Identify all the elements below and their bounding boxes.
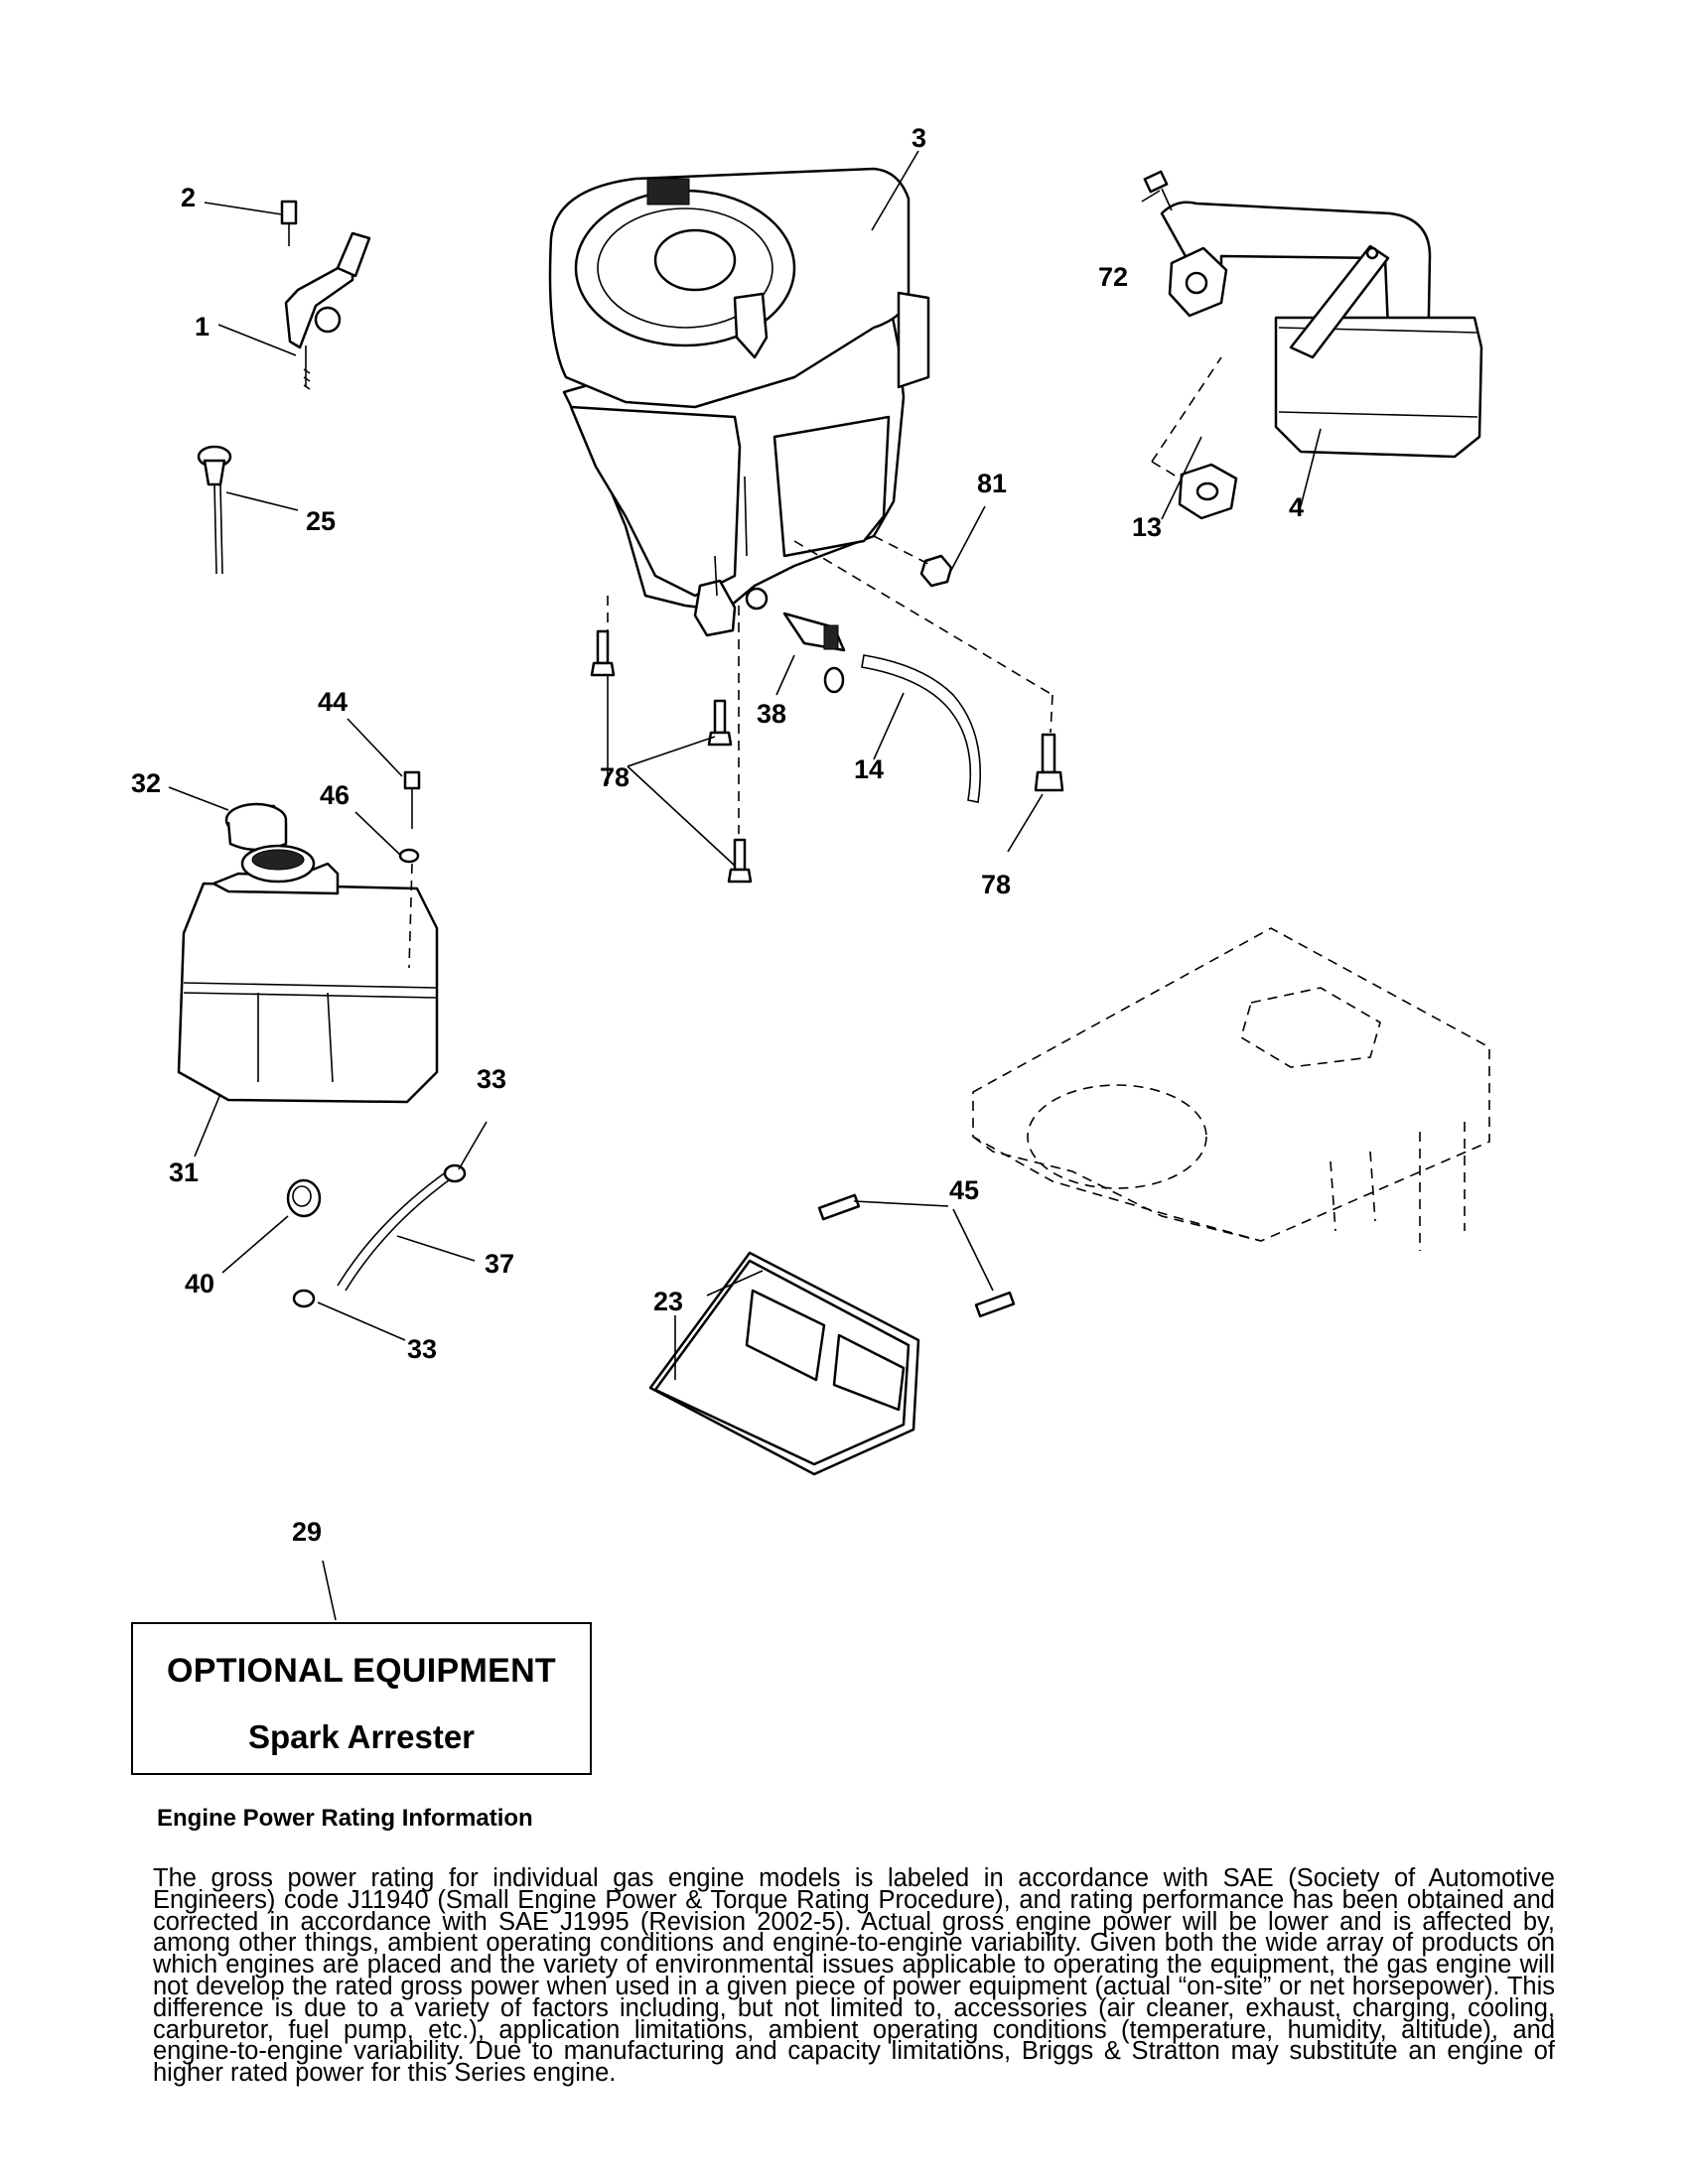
dipstick-part [197,445,232,575]
power-rating-heading: Engine Power Rating Information [157,1805,533,1832]
power-rating-paragraph: The gross power rating for individual ga… [153,1864,1555,2088]
callout-4: 4 [1289,492,1304,522]
callout-13: 13 [1132,512,1162,542]
callout-44: 44 [318,687,348,717]
fuel-hose-part [286,1163,467,1308]
assembly-lines [408,356,1222,969]
engine-parts-diagram: 1 2 3 4 13 14 23 25 29 31 32 33 33 37 38… [131,123,1490,1621]
frame-part [972,927,1490,1251]
callout-23: 23 [653,1287,683,1316]
optional-equipment-box: OPTIONAL EQUIPMENT Spark Arrester [131,1622,592,1775]
callout-25: 25 [306,506,336,536]
callout-33-bottom: 33 [407,1334,437,1364]
optional-equipment-title: OPTIONAL EQUIPMENT [166,1652,557,1690]
optional-equipment-item: Spark Arrester [247,1718,476,1755]
bolts-part [590,629,1064,884]
heat-shield-part [648,1193,1016,1476]
callout-33-top: 33 [477,1064,506,1094]
callout-2: 2 [181,183,196,212]
callout-31: 31 [169,1158,199,1187]
fuel-tank-part [177,770,439,1104]
callout-29: 29 [292,1517,322,1547]
leader-lines [168,150,1322,1621]
callout-37: 37 [485,1249,514,1279]
callout-1: 1 [195,312,210,341]
callout-labels: 1 2 3 4 13 14 23 25 29 31 32 33 33 37 38… [131,123,1304,1547]
callout-3: 3 [912,123,926,153]
engine-part [548,167,930,637]
callout-72: 72 [1098,262,1128,292]
callout-45: 45 [949,1175,979,1205]
callout-32: 32 [131,768,161,798]
fuel-line-part [782,612,981,803]
nut-part [919,554,953,588]
callout-14: 14 [854,754,884,784]
muffler-part [1143,170,1483,520]
throttle-control-part [280,200,371,390]
callout-38: 38 [757,699,786,729]
callout-81: 81 [977,469,1007,498]
callout-78-right: 78 [981,870,1011,899]
callout-46: 46 [320,780,350,810]
callout-40: 40 [185,1269,214,1298]
callout-78-left: 78 [600,762,630,792]
